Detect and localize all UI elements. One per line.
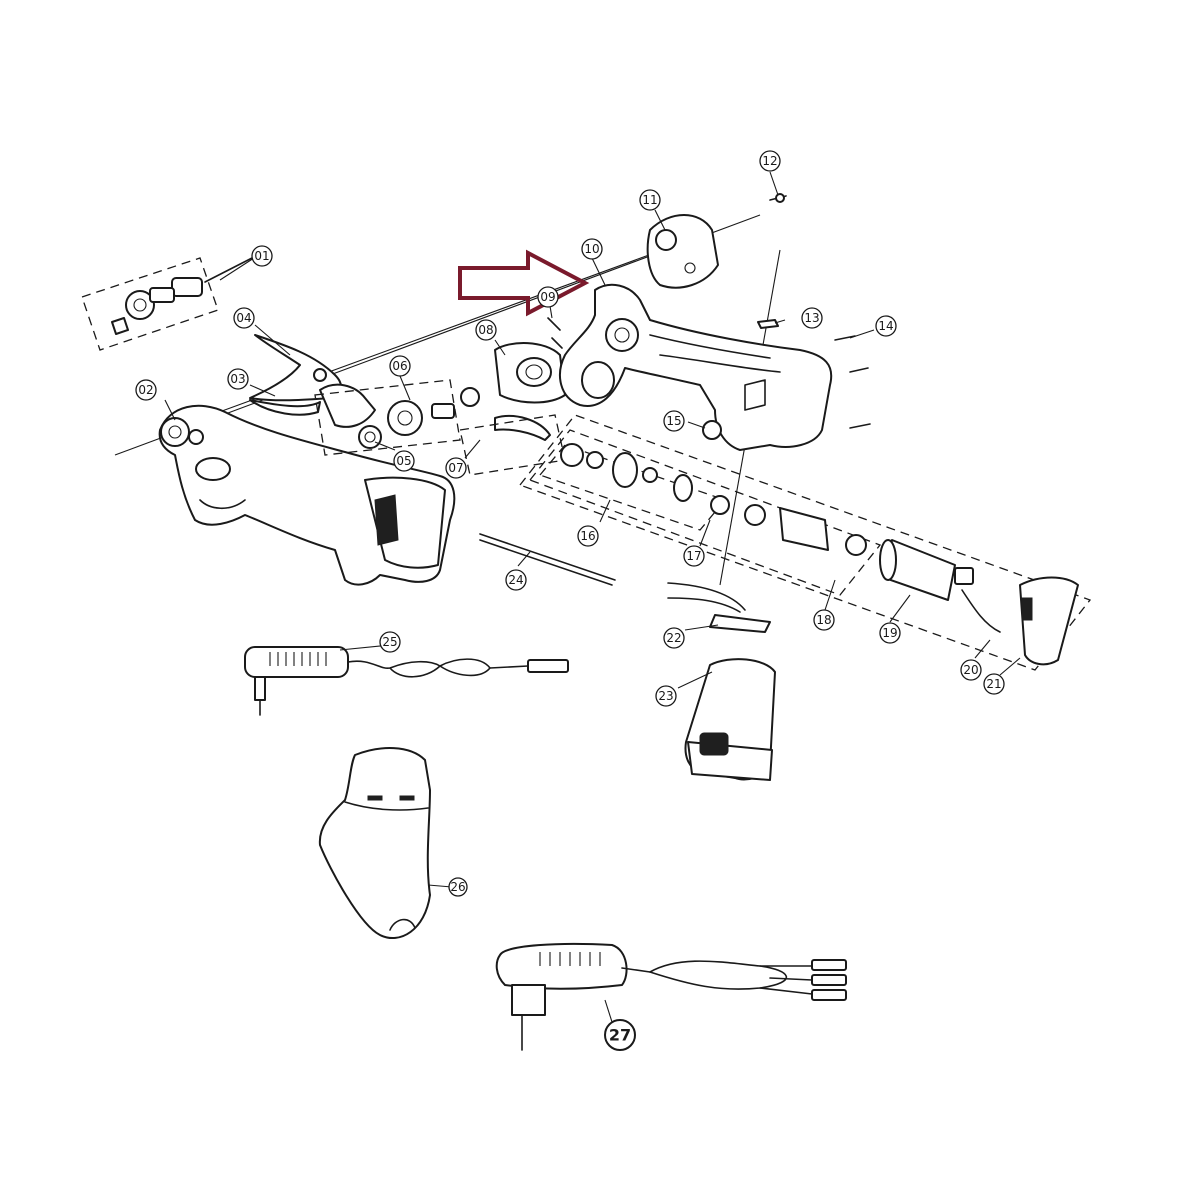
svg-text:13: 13: [804, 311, 819, 325]
callout-14: 14: [875, 315, 897, 337]
svg-text:03: 03: [230, 372, 245, 386]
part-21-connector: [1019, 576, 1079, 666]
svg-text:23: 23: [658, 689, 673, 703]
svg-text:21: 21: [986, 677, 1001, 691]
callout-13: 13: [801, 307, 823, 329]
part-04-blade: [249, 334, 342, 416]
part-18-gearbox: [779, 507, 867, 556]
callout-18: 18: [813, 609, 835, 631]
svg-text:22: 22: [666, 631, 681, 645]
part-25-charger: [244, 646, 569, 716]
callout-01: 01: [251, 245, 273, 267]
callout-04: 04: [233, 307, 255, 329]
svg-text:17: 17: [686, 549, 701, 563]
callout-10: 10: [581, 238, 603, 260]
leader-lines: [164, 171, 1021, 1023]
part-20-wire: [961, 589, 1001, 633]
callout-24: 24: [505, 569, 527, 591]
callout-21: 21: [983, 673, 1005, 695]
callout-02: 02: [135, 379, 157, 401]
callout-09: 09: [537, 286, 559, 308]
svg-text:08: 08: [478, 323, 493, 337]
svg-text:04: 04: [236, 311, 251, 325]
svg-text:06: 06: [392, 359, 407, 373]
callout-05: 05: [393, 450, 415, 472]
svg-text:14: 14: [878, 319, 893, 333]
part-12-screw: [769, 193, 787, 203]
svg-text:24: 24: [508, 573, 523, 587]
svg-text:25: 25: [382, 635, 397, 649]
callout-16: 16: [577, 525, 599, 547]
callout-03: 03: [227, 368, 249, 390]
svg-text:15: 15: [666, 414, 681, 428]
highlight-arrow: [458, 249, 590, 317]
part-19-motor: [879, 539, 974, 601]
svg-text:20: 20: [963, 663, 978, 677]
callout-19: 19: [879, 622, 901, 644]
svg-text:18: 18: [816, 613, 831, 627]
part-14-screws: [834, 335, 871, 429]
part-27-charger: [495, 942, 847, 1051]
callout-08: 08: [475, 319, 497, 341]
part-22-trigger: [667, 582, 771, 633]
callout-23: 23: [655, 685, 677, 707]
callout-22: 22: [663, 627, 685, 649]
svg-text:19: 19: [882, 626, 897, 640]
part-09-screws: [547, 317, 563, 349]
part-11-end-cap: [646, 214, 719, 289]
part-15-nut: [702, 420, 722, 440]
svg-text:02: 02: [138, 383, 153, 397]
svg-text:07: 07: [448, 461, 463, 475]
part-17-planetary-stage: [710, 495, 766, 526]
callout-12: 12: [759, 150, 781, 172]
svg-text:16: 16: [580, 529, 595, 543]
part-24-rod: [479, 533, 616, 586]
svg-text:05: 05: [396, 454, 411, 468]
svg-text:11: 11: [642, 193, 657, 207]
svg-text:10: 10: [584, 242, 599, 256]
callout-17: 17: [683, 545, 705, 567]
part-01-gear-shaft: [81, 257, 253, 351]
part-13-pad: [757, 319, 779, 329]
svg-text:09: 09: [540, 290, 555, 304]
callout-06: 06: [389, 355, 411, 377]
part-06-gear-sector: [314, 379, 480, 456]
callout-07: 07: [445, 457, 467, 479]
part-05-bearing: [358, 425, 382, 449]
svg-text:26: 26: [450, 880, 465, 894]
part-16-gear-set: [560, 443, 693, 502]
svg-text:12: 12: [762, 154, 777, 168]
svg-text:27: 27: [609, 1026, 631, 1045]
callout-26: 26: [448, 877, 468, 897]
drivetrain-group-boxes: [518, 414, 1092, 671]
callout-11: 11: [639, 189, 661, 211]
part-23-battery: [684, 658, 776, 781]
callouts: 01 02 03 04 05 06 07 08 09 10 11 12 13 1…: [135, 150, 1005, 1051]
part-10-upper-housing: [559, 283, 833, 451]
svg-text:01: 01: [254, 249, 269, 263]
part-26-holster: [318, 747, 431, 940]
callout-15: 15: [663, 410, 685, 432]
part-02-lower-handle: [158, 404, 456, 586]
callout-20: 20: [960, 659, 982, 681]
callout-25: 25: [379, 631, 401, 653]
part-08-gear-housing: [494, 342, 566, 404]
callout-27: 27: [604, 1019, 636, 1051]
